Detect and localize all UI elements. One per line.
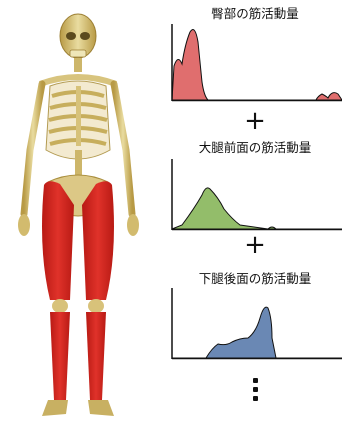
plus-operator-1: + (168, 108, 342, 134)
plus-operator-2: + (168, 232, 342, 258)
panel-title-gluteal: 臀部の筋活動量 (168, 7, 342, 21)
activity-curve-posterior-lower-leg (172, 307, 342, 358)
chart-posterior-lower-leg-activity (168, 288, 342, 360)
rib-cage (46, 81, 110, 159)
skeleton-figure-icon (0, 0, 160, 432)
panel-title-anterior-thigh: 大腿前面の筋活動量 (168, 141, 342, 155)
vertical-ellipsis-icon (168, 378, 342, 405)
activity-curve-gluteal (172, 30, 342, 100)
panel-title-posterior-lower-leg: 下腿後面の筋活動量 (168, 272, 342, 286)
skull (60, 14, 96, 58)
activity-curve-anterior-thigh (172, 188, 342, 229)
chart-anterior-thigh-activity (168, 159, 342, 231)
chart-gluteal-activity (168, 24, 342, 102)
